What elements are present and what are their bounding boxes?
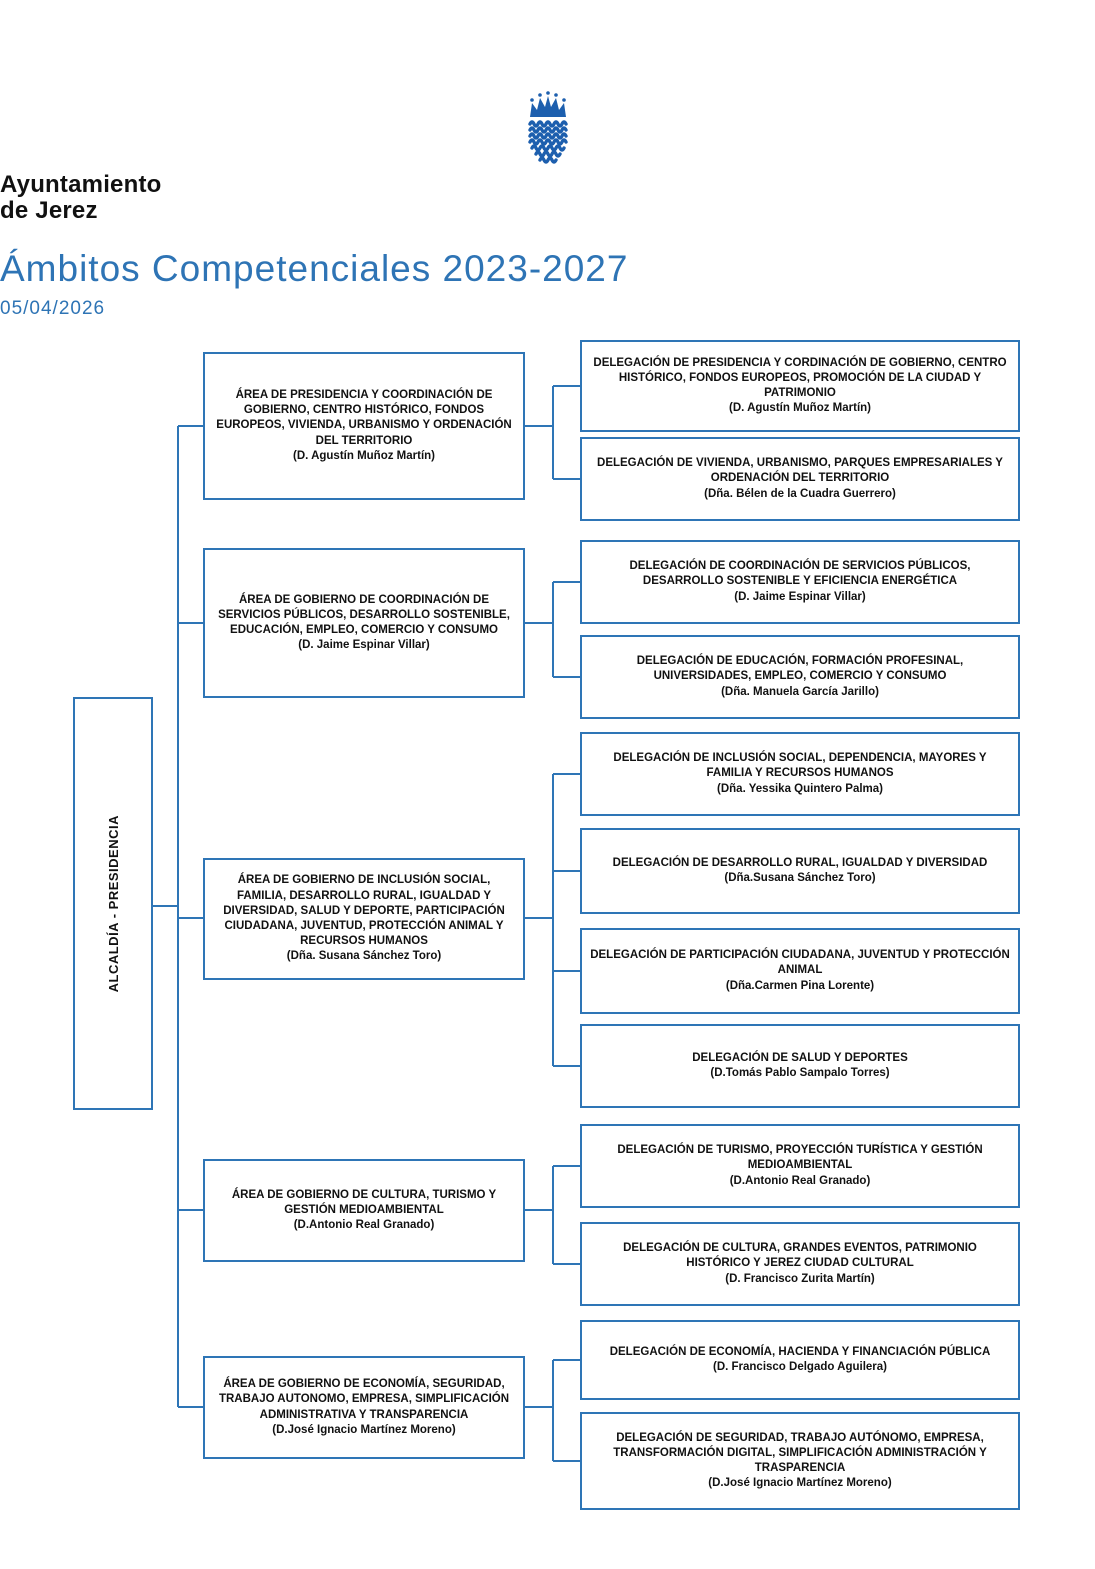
- org-name-line2: de Jerez: [0, 196, 98, 224]
- delegation-holder: (D.José Ignacio Martínez Moreno): [708, 1477, 892, 1490]
- delegation-title: DELEGACIÓN DE INCLUSIÓN SOCIAL, DEPENDEN…: [613, 752, 987, 780]
- delegation-holder: (D. Agustín Muñoz Martín): [728, 402, 872, 415]
- delegation-holder: (D.Antonio Real Granado): [729, 1174, 871, 1187]
- delegation-holder: (Dña. Bélen de la Cuadra Guerrero): [704, 487, 896, 500]
- area-title: ÁREA DE PRESIDENCIA Y COORDINACIÓN DE GO…: [216, 389, 512, 447]
- area-box-economia-seguridad: ÁREA DE GOBIERNO DE ECONOMÍA, SEGURIDAD,…: [203, 1356, 525, 1459]
- crown-icon: [529, 91, 566, 117]
- delegation-box-educacion: DELEGACIÓN DE EDUCACIÓN, FORMACIÓN PROFE…: [580, 635, 1020, 719]
- delegation-title: DELEGACIÓN DE SEGURIDAD, TRABAJO AUTÓNOM…: [613, 1431, 987, 1474]
- delegation-box-inclusion-social: DELEGACIÓN DE INCLUSIÓN SOCIAL, DEPENDEN…: [580, 732, 1020, 816]
- delegation-box-coordinacion-servicios: DELEGACIÓN DE COORDINACIÓN DE SERVICIOS …: [580, 540, 1020, 624]
- delegation-title: DELEGACIÓN DE COORDINACIÓN DE SERVICIOS …: [629, 560, 971, 588]
- delegation-title: DELEGACIÓN DE PRESIDENCIA Y CORDINACIÓN …: [593, 356, 1007, 399]
- area-holder: (D. Agustín Muñoz Martín): [292, 449, 436, 462]
- area-box-servicios-publicos: ÁREA DE GOBIERNO DE COORDINACIÓN DE SERV…: [203, 548, 525, 698]
- delegation-title: DELEGACIÓN DE PARTICIPACIÓN CIUDADANA, J…: [590, 949, 1010, 977]
- delegation-box-seguridad: DELEGACIÓN DE SEGURIDAD, TRABAJO AUTÓNOM…: [580, 1412, 1020, 1510]
- page-title: Ámbitos Competenciales 2023-2027: [0, 248, 629, 289]
- area-title: ÁREA DE GOBIERNO DE INCLUSIÓN SOCIAL, FA…: [223, 874, 505, 948]
- delegation-holder: (Dña.Carmen Pina Lorente): [725, 979, 875, 992]
- area-holder: (D. Jaime Espinar Villar): [298, 639, 430, 652]
- area-box-inclusion-social: ÁREA DE GOBIERNO DE INCLUSIÓN SOCIAL, FA…: [203, 858, 525, 980]
- delegation-holder: (D. Jaime Espinar Villar): [734, 590, 866, 603]
- area-box-presidencia: ÁREA DE PRESIDENCIA Y COORDINACIÓN DE GO…: [203, 352, 525, 500]
- delegation-title: DELEGACIÓN DE SALUD Y DEPORTES: [692, 1051, 908, 1064]
- area-holder: (Dña. Susana Sánchez Toro): [286, 950, 442, 963]
- org-name-line1: Ayuntamiento: [0, 171, 162, 198]
- delegation-title: DELEGACIÓN DE CULTURA, GRANDES EVENTOS, …: [623, 1242, 977, 1270]
- delegation-box-presidencia: DELEGACIÓN DE PRESIDENCIA Y CORDINACIÓN …: [580, 340, 1020, 432]
- delegation-title: DELEGACIÓN DE TURISMO, PROYECCIÓN TURÍST…: [617, 1144, 983, 1172]
- alcaldia-presidencia-label: ALCALDÍA - PRESIDENCIA: [105, 814, 121, 993]
- delegation-holder: (D.Tomás Pablo Sampalo Torres): [710, 1067, 890, 1079]
- delegation-box-participacion-ciudadana: DELEGACIÓN DE PARTICIPACIÓN CIUDADANA, J…: [580, 928, 1020, 1014]
- area-holder: (D.José Ignacio Martínez Moreno): [272, 1423, 456, 1436]
- delegation-box-cultura: DELEGACIÓN DE CULTURA, GRANDES EVENTOS, …: [580, 1222, 1020, 1306]
- delegation-holder: (D. Francisco Delgado Aguilera): [712, 1361, 888, 1373]
- alcaldia-presidencia-box: ALCALDÍA - PRESIDENCIA: [73, 697, 153, 1110]
- area-title: ÁREA DE GOBIERNO DE ECONOMÍA, SEGURIDAD,…: [218, 1378, 510, 1421]
- delegation-title: DELEGACIÓN DE VIVIENDA, URBANISMO, PARQU…: [597, 457, 1003, 485]
- delegation-title: DELEGACIÓN DE DESARROLLO RURAL, IGUALDAD…: [612, 856, 988, 869]
- delegation-holder: (D. Francisco Zurita Martín): [725, 1272, 875, 1285]
- delegation-box-economia-hacienda: DELEGACIÓN DE ECONOMÍA, HACIENDA Y FINAN…: [580, 1320, 1020, 1400]
- crown-and-waves-icon: [527, 91, 568, 164]
- delegation-box-vivienda-urbanismo: DELEGACIÓN DE VIVIENDA, URBANISMO, PARQU…: [580, 437, 1020, 521]
- delegation-title: DELEGACIÓN DE ECONOMÍA, HACIENDA Y FINAN…: [609, 1345, 991, 1358]
- area-title: ÁREA DE GOBIERNO DE COORDINACIÓN DE SERV…: [218, 593, 510, 636]
- org-name: Ayuntamiento de Jerez: [0, 172, 1095, 224]
- delegation-holder: (Dña. Manuela García Jarillo): [721, 685, 879, 698]
- delegation-box-turismo: DELEGACIÓN DE TURISMO, PROYECCIÓN TURÍST…: [580, 1124, 1020, 1208]
- delegation-holder: (Dña.Susana Sánchez Toro): [724, 872, 876, 884]
- area-holder: (D.Antonio Real Granado): [293, 1219, 435, 1232]
- area-title: ÁREA DE GOBIERNO DE CULTURA, TURISMO Y G…: [231, 1188, 497, 1216]
- delegation-title: DELEGACIÓN DE EDUCACIÓN, FORMACIÓN PROFE…: [636, 655, 964, 683]
- jerez-logo: [0, 90, 1095, 168]
- delegation-box-desarrollo-rural: DELEGACIÓN DE DESARROLLO RURAL, IGUALDAD…: [580, 828, 1020, 914]
- delegation-holder: (Dña. Yessika Quintero Palma): [717, 782, 883, 795]
- delegation-box-salud-deportes: DELEGACIÓN DE SALUD Y DEPORTES (D.Tomás …: [580, 1024, 1020, 1108]
- waves-icon: [527, 120, 568, 164]
- page-date: 05/04/2026: [0, 298, 106, 319]
- area-box-cultura-turismo: ÁREA DE GOBIERNO DE CULTURA, TURISMO Y G…: [203, 1159, 525, 1262]
